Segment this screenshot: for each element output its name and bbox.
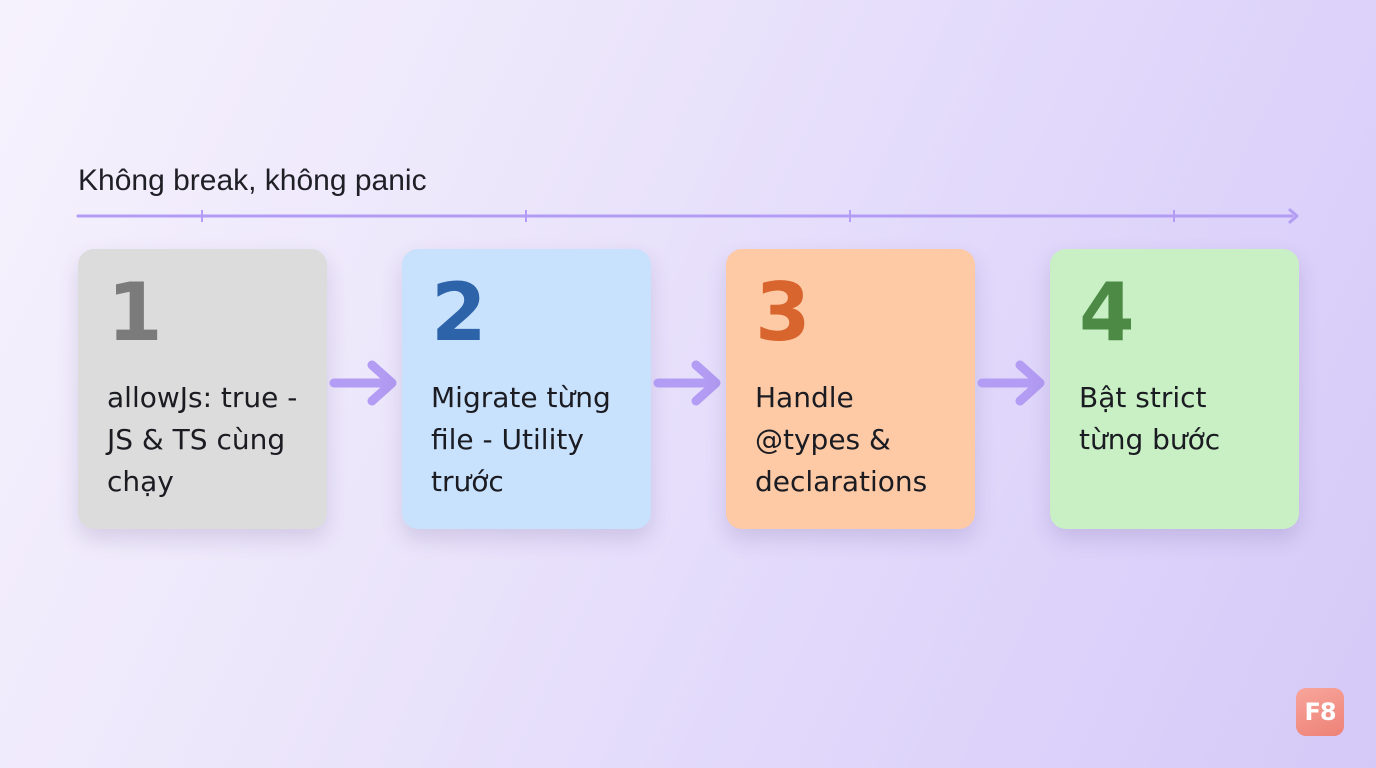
step-text-line: declarations bbox=[755, 465, 928, 498]
step-card-4: 4 Bật strict từng bước bbox=[1050, 249, 1299, 529]
step-text: Bật strict từng bước bbox=[1079, 377, 1279, 461]
arrow-right-icon bbox=[653, 360, 721, 406]
subtitle: Không break, không panic bbox=[78, 164, 427, 197]
step-card-3: 3 Handle @types & declarations bbox=[726, 249, 975, 529]
step-text-line: file - Utility bbox=[431, 423, 584, 456]
step-text-line: JS & TS cùng bbox=[107, 423, 286, 456]
step-text-line: Migrate từng bbox=[431, 381, 611, 414]
step-text-line: Bật strict bbox=[1079, 381, 1207, 414]
step-text: Handle @types & declarations bbox=[755, 377, 955, 503]
step-text: allowJs: true - JS & TS cùng chạy bbox=[107, 377, 307, 503]
step-number: 4 bbox=[1079, 266, 1135, 359]
step-text-line: trước bbox=[431, 465, 504, 498]
step-text-line: allowJs: true - bbox=[107, 381, 298, 414]
step-text-line: từng bước bbox=[1079, 423, 1221, 456]
f8-logo: F8 bbox=[1296, 688, 1344, 736]
timeline bbox=[76, 208, 1299, 224]
step-text-line: Handle bbox=[755, 381, 854, 414]
arrow-right-icon bbox=[977, 360, 1045, 406]
step-number: 2 bbox=[431, 266, 487, 359]
timeline-arrowhead bbox=[1288, 208, 1299, 224]
step-number: 3 bbox=[755, 266, 811, 359]
step-text: Migrate từng file - Utility trước bbox=[431, 377, 631, 503]
step-text-line: @types & bbox=[755, 423, 891, 456]
arrow-right-icon bbox=[329, 360, 397, 406]
step-card-2: 2 Migrate từng file - Utility trước bbox=[402, 249, 651, 529]
step-number: 1 bbox=[107, 266, 163, 359]
step-text-line: chạy bbox=[107, 465, 174, 498]
step-card-1: 1 allowJs: true - JS & TS cùng chạy bbox=[78, 249, 327, 529]
